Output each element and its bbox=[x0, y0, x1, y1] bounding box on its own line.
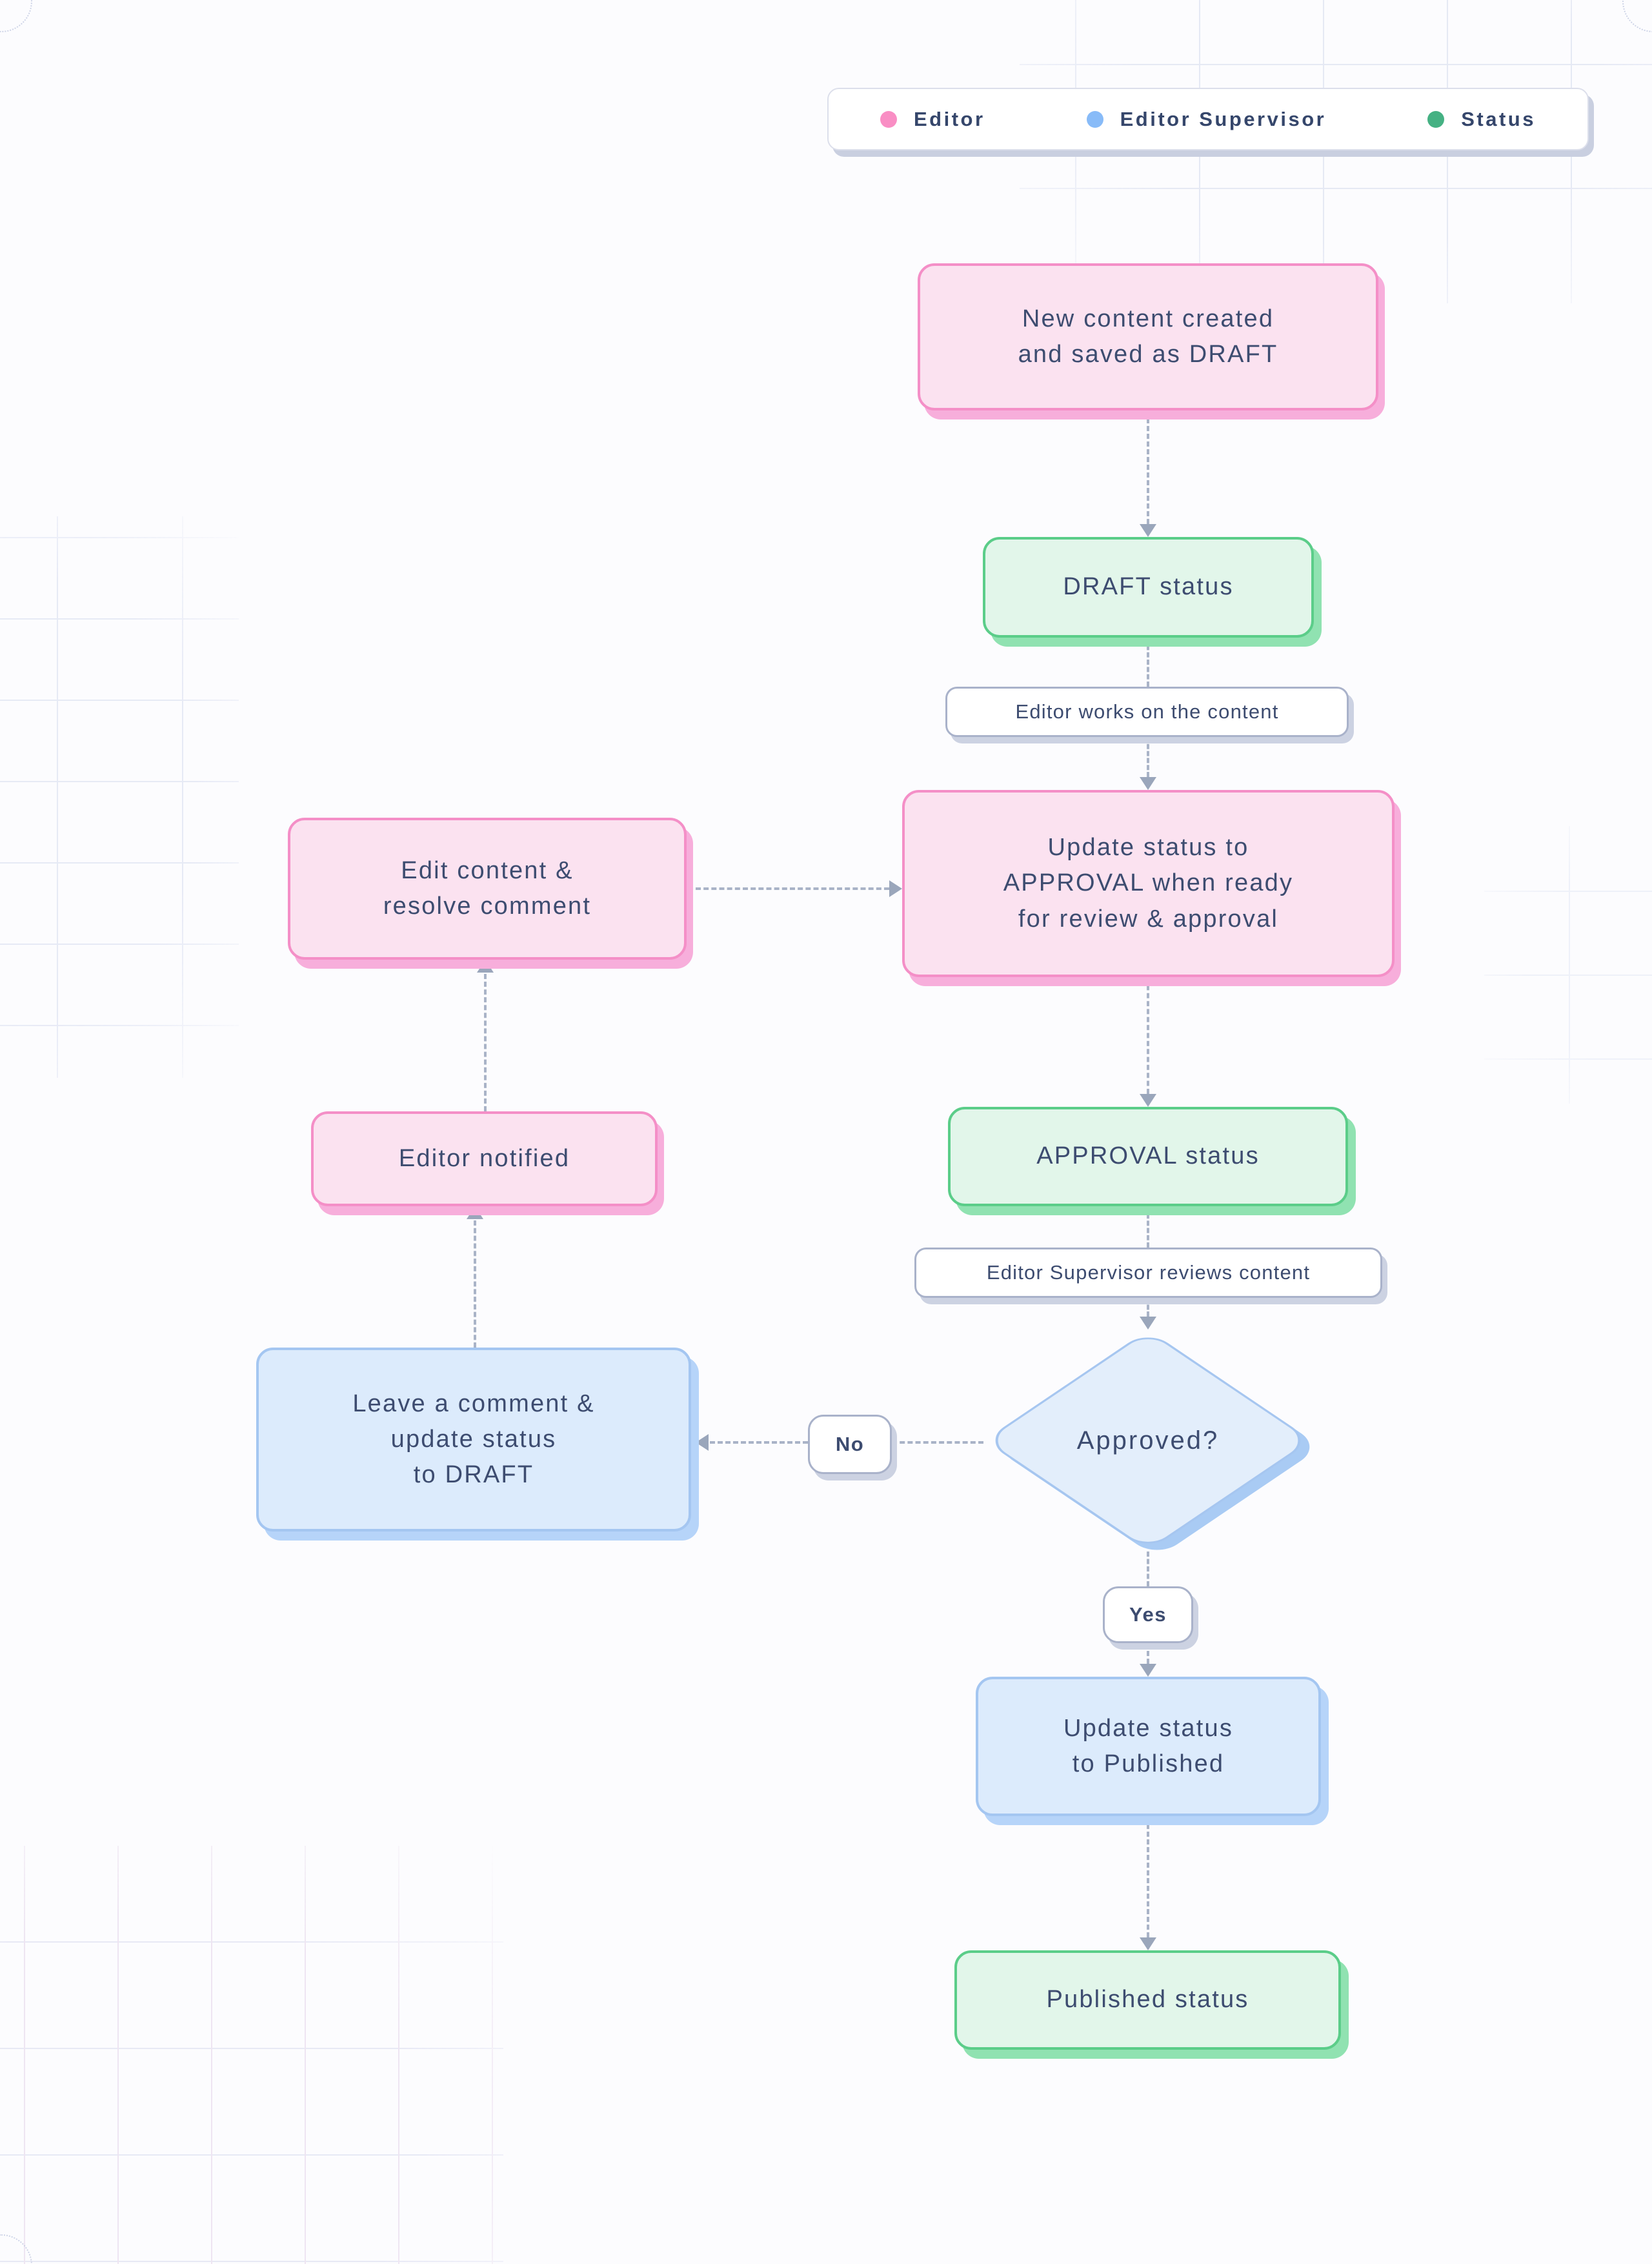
connector-draft-worksnote bbox=[1147, 638, 1149, 687]
background-grid-bottom-left bbox=[0, 1846, 503, 2264]
background-grid-left bbox=[0, 516, 239, 1078]
arrowhead-leave-comment bbox=[696, 1434, 709, 1451]
node-editor-notified: Editor notified bbox=[311, 1111, 658, 1206]
edge-label-yes: Yes bbox=[1103, 1586, 1193, 1643]
arrowhead-update-approval bbox=[1140, 777, 1156, 790]
node-label-line: and saved as DRAFT bbox=[1018, 341, 1278, 368]
legend-item-editor-supervisor: Editor Supervisor bbox=[1086, 107, 1327, 131]
node-label-line: resolve comment bbox=[383, 893, 592, 920]
connector-no-leavecomment bbox=[710, 1441, 808, 1444]
connector-notified-editcontent bbox=[484, 974, 487, 1111]
connector-update-approvalstatus bbox=[1147, 977, 1149, 1094]
background-grid-right bbox=[1484, 826, 1652, 1104]
connector-updatepublished-published bbox=[1147, 1816, 1149, 1937]
node-label: Published status bbox=[1046, 1986, 1249, 2014]
connector-yes-updatepublished bbox=[1147, 1643, 1149, 1664]
connector-reviewnote-decision bbox=[1147, 1298, 1149, 1317]
note-supervisor-reviews: Editor Supervisor reviews content bbox=[914, 1248, 1382, 1298]
node-published-status: Published status bbox=[954, 1950, 1341, 2050]
node-label: DRAFT status bbox=[1063, 573, 1234, 601]
connector-approval-reviewnote bbox=[1147, 1206, 1149, 1248]
edge-label: No bbox=[835, 1433, 865, 1455]
connector-worksnote-update bbox=[1147, 737, 1149, 777]
legend-label: Status bbox=[1461, 107, 1536, 130]
node-draft-status: DRAFT status bbox=[983, 537, 1314, 638]
connector-decision-yes bbox=[1147, 1551, 1149, 1586]
node-new-content: New content created and saved as DRAFT bbox=[918, 263, 1378, 410]
arrowhead-edit-content bbox=[477, 960, 494, 973]
legend-item-editor: Editor bbox=[880, 108, 985, 131]
node-label-line: to DRAFT bbox=[413, 1461, 534, 1489]
arrowhead-draft bbox=[1140, 524, 1156, 537]
corner-arc-top-left bbox=[0, 0, 32, 32]
node-edit-content: Edit content & resolve comment bbox=[288, 818, 687, 960]
legend-item-status: Status bbox=[1427, 108, 1536, 131]
decision-label: Approved? bbox=[1076, 1426, 1220, 1455]
node-label-line: Leave a comment & bbox=[352, 1390, 595, 1417]
connector-decision-no bbox=[892, 1441, 983, 1444]
node-approval-status: APPROVAL status bbox=[948, 1107, 1348, 1206]
node-update-published: Update status to Published bbox=[976, 1677, 1321, 1816]
corner-arc-bottom-left bbox=[0, 2234, 32, 2264]
arrowhead-published-status bbox=[1140, 1937, 1156, 1950]
legend-label: Editor Supervisor bbox=[1120, 107, 1327, 130]
node-approved-decision: Approved? bbox=[983, 1329, 1322, 1558]
legend: Editor Editor Supervisor Status bbox=[827, 88, 1589, 150]
arrowhead-approval-status bbox=[1140, 1094, 1156, 1107]
editor-supervisor-dot-icon bbox=[1086, 110, 1103, 128]
connector-leavecomment-notified bbox=[474, 1220, 476, 1348]
legend-label: Editor bbox=[914, 107, 985, 130]
node-label-line: Edit content & bbox=[401, 856, 574, 884]
node-label: APPROVAL status bbox=[1036, 1142, 1260, 1170]
node-leave-comment: Leave a comment & update status to DRAFT bbox=[256, 1348, 691, 1531]
note-label: Editor Supervisor reviews content bbox=[986, 1261, 1311, 1284]
node-update-approval: Update status to APPROVAL when ready for… bbox=[902, 790, 1395, 977]
note-editor-works: Editor works on the content bbox=[945, 687, 1349, 737]
status-dot-icon bbox=[1427, 110, 1445, 128]
node-label-line: APPROVAL when ready bbox=[1003, 869, 1294, 897]
editor-dot-icon bbox=[880, 110, 897, 128]
background-grid-top-right bbox=[1020, 0, 1652, 303]
node-label-line: update status bbox=[390, 1425, 557, 1453]
arrowhead-editor-notified bbox=[467, 1206, 483, 1219]
note-label: Editor works on the content bbox=[1015, 700, 1279, 723]
node-label-line: for review & approval bbox=[1018, 905, 1279, 933]
node-label-line: New content created bbox=[1022, 305, 1274, 332]
corner-arc-top-right bbox=[1622, 0, 1652, 32]
node-label-line: to Published bbox=[1072, 1750, 1225, 1777]
node-label: Editor notified bbox=[398, 1144, 570, 1172]
connector-newcontent-draft bbox=[1147, 410, 1149, 524]
arrowhead-decision bbox=[1140, 1317, 1156, 1329]
edge-label: Yes bbox=[1129, 1603, 1167, 1626]
node-label-line: Update status bbox=[1063, 1714, 1234, 1742]
arrowhead-update-published bbox=[1140, 1664, 1156, 1677]
edge-label-no: No bbox=[808, 1415, 892, 1474]
arrowhead-update-approval-left bbox=[889, 880, 902, 897]
connector-editcontent-update bbox=[696, 887, 889, 890]
node-label-line: Update status to bbox=[1047, 834, 1249, 862]
